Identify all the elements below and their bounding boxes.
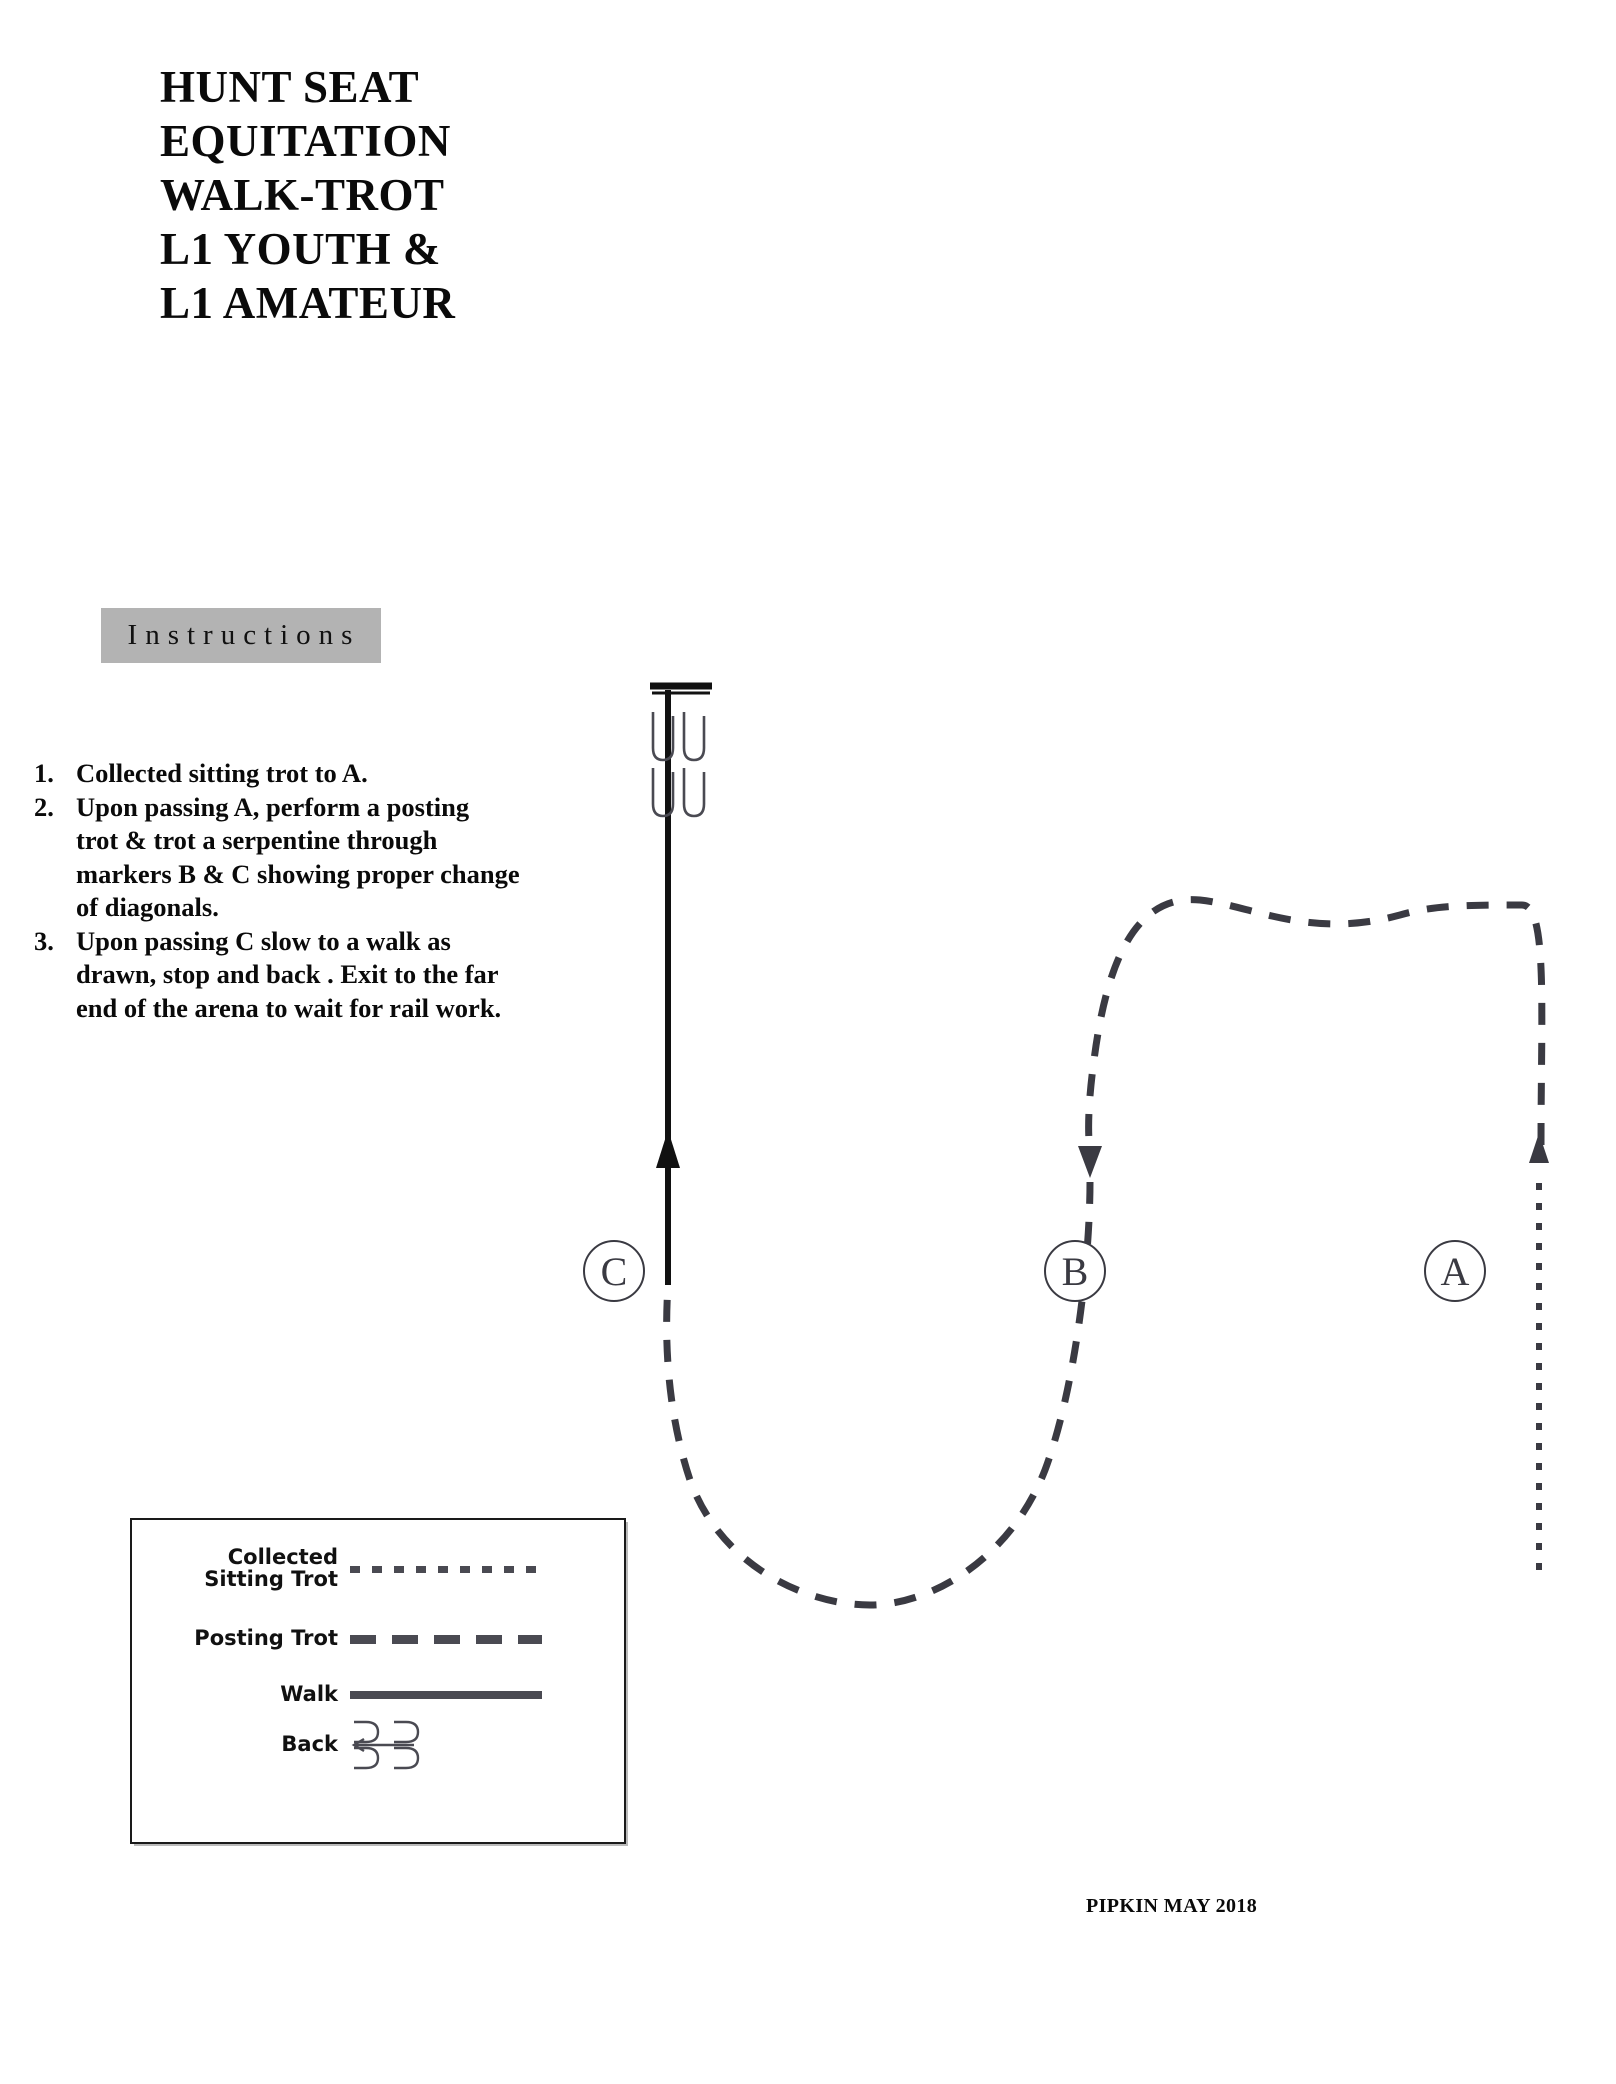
legend-label: Walk <box>280 1682 338 1706</box>
list-item-text: Collected sitting trot to A. <box>76 758 368 788</box>
path-walk <box>656 690 680 1285</box>
marker-c-label: C <box>600 1248 628 1294</box>
title-line-2: EQUITATION <box>160 116 451 166</box>
title-line-1: HUNT SEAT <box>160 62 420 112</box>
legend-sample-back <box>350 1720 624 1770</box>
legend-row-posting-trot: Posting Trot <box>132 1626 624 1650</box>
instructions-header-label: Instructions <box>127 619 361 651</box>
title-line-3: WALK-TROT <box>160 170 445 220</box>
legend-row-back: Back <box>132 1720 624 1770</box>
dotted-line-icon <box>350 1566 542 1573</box>
list-item: 2. Upon passing A, perform a posting tro… <box>34 791 654 925</box>
list-item-text: Upon passing C slow to a walk as drawn, … <box>76 925 502 1023</box>
back-symbol-icon <box>351 1720 420 1770</box>
list-item: 1. Collected sitting trot to A. <box>34 757 654 791</box>
marker-b-label: B <box>1061 1248 1089 1294</box>
instructions-list: 1. Collected sitting trot to A. 2. Upon … <box>34 757 654 1025</box>
solid-line-icon <box>350 1691 542 1699</box>
page-title: HUNT SEAT EQUITATION WALK-TROT L1 YOUTH … <box>160 60 680 330</box>
legend-row-walk: Walk <box>132 1682 624 1706</box>
list-item-number: 1. <box>34 758 54 788</box>
list-item: 3. Upon passing C slow to a walk as draw… <box>34 925 654 1026</box>
title-line-4: L1 YOUTH & <box>160 224 441 274</box>
marker-a: A <box>1424 1240 1486 1302</box>
marker-b: B <box>1044 1240 1106 1302</box>
legend-box: Collected Sitting Trot Posting Trot Walk… <box>130 1518 626 1844</box>
dashed-line-icon <box>350 1635 542 1644</box>
legend-label: Posting Trot <box>194 1626 338 1650</box>
footer-credit: PIPKIN MAY 2018 <box>1086 1895 1258 1917</box>
legend-label: Back <box>281 1732 338 1756</box>
legend-sample-dotted <box>350 1556 624 1580</box>
stop-and-back-symbol <box>650 682 712 818</box>
instructions-header-band: Instructions <box>101 608 381 663</box>
legend-row-collected-sitting-trot: Collected Sitting Trot <box>132 1546 624 1590</box>
title-line-5: L1 AMATEUR <box>160 278 456 328</box>
path-collected-sitting-trot <box>1529 1133 1549 1570</box>
marker-c: C <box>583 1240 645 1302</box>
list-item-text: Upon passing A, perform a posting trot &… <box>76 791 520 923</box>
legend-sample-dashed <box>350 1626 624 1650</box>
path-posting-trot-serpentine <box>663 896 1546 1609</box>
legend-label: Collected Sitting Trot <box>204 1545 338 1591</box>
legend-sample-solid <box>350 1682 624 1706</box>
marker-a-label: A <box>1440 1248 1470 1294</box>
list-item-number: 2. <box>34 791 54 822</box>
list-item-number: 3. <box>34 925 54 956</box>
